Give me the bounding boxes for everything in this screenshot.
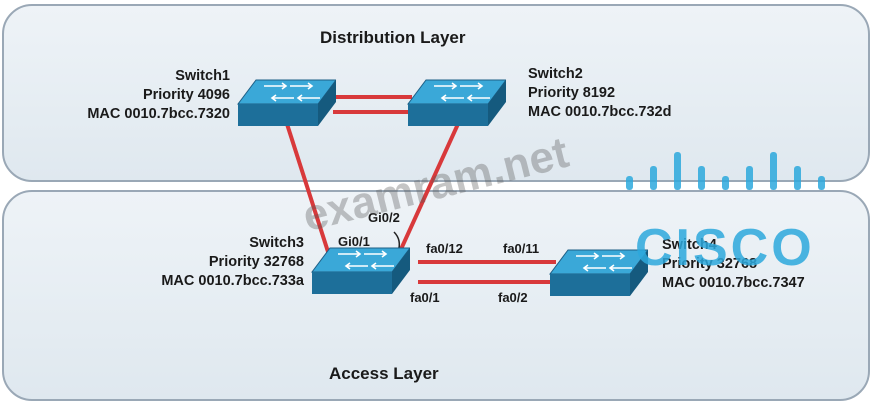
switch1-priority: Priority 4096 — [142, 87, 230, 103]
switch4-mac: MAC 0010.7bcc.7347 — [662, 275, 805, 291]
port-gi0-2: Gi0/2 — [368, 210, 400, 225]
switch3-name: Switch3 — [249, 235, 304, 251]
switch3-priority: Priority 32768 — [208, 254, 304, 270]
switch1-label: Switch1 Priority 4096 MAC 0010.7bcc.7320 — [87, 67, 230, 124]
switch2-icon — [407, 79, 506, 126]
switch2-name: Switch2 — [528, 66, 583, 82]
switch4-name: Switch4 — [662, 237, 717, 253]
link-sw2-sw3 — [395, 123, 460, 259]
switch1-name: Switch1 — [175, 68, 230, 84]
switch3-mac: MAC 0010.7bcc.733a — [161, 273, 304, 289]
switch1-icon — [237, 79, 336, 126]
switch4-priority: Priority 32768 — [662, 256, 758, 272]
port-fa0-1: fa0/1 — [410, 290, 440, 305]
port-fa0-12: fa0/12 — [426, 241, 463, 256]
switch1-mac: MAC 0010.7bcc.7320 — [87, 106, 230, 122]
port-fa0-2: fa0/2 — [498, 290, 528, 305]
port-gi0-1: Gi0/1 — [338, 234, 370, 249]
switch3-icon — [311, 247, 410, 294]
switch2-priority: Priority 8192 — [528, 85, 616, 101]
cisco-logo-word: CISCO — [635, 219, 815, 277]
switch2-mac: MAC 0010.7bcc.732d — [528, 104, 672, 120]
switch2-label: Switch2 Priority 8192 MAC 0010.7bcc.732d — [528, 65, 671, 122]
switch4-icon — [549, 249, 648, 296]
port-fa0-11: fa0/11 — [503, 241, 540, 256]
access-layer-title: Access Layer — [329, 364, 439, 383]
access-layer-panel — [2, 190, 870, 401]
cisco-logo-bars — [626, 152, 825, 190]
switch3-label: Switch3 Priority 32768 MAC 0010.7bcc.733… — [161, 234, 304, 291]
link-sw1-sw3 — [285, 123, 332, 259]
distribution-layer-title: Distribution Layer — [320, 28, 466, 47]
switch4-label: Switch4 Priority 32768 MAC 0010.7bcc.734… — [662, 236, 805, 293]
